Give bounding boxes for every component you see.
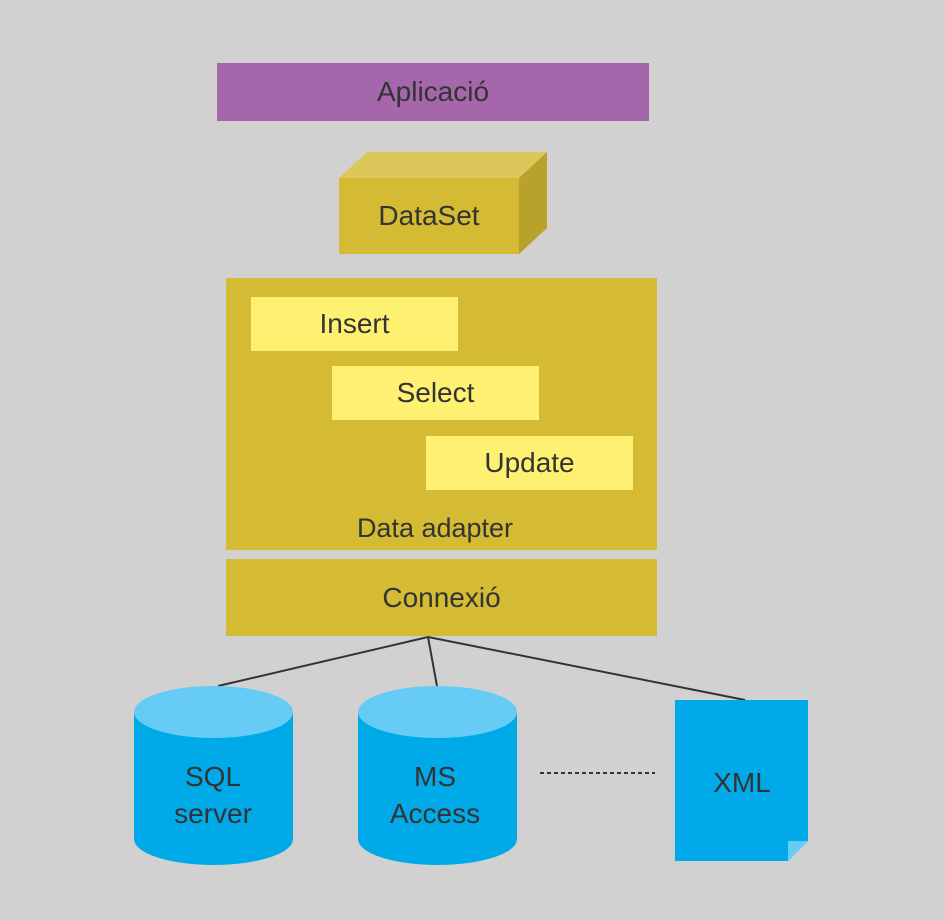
select-command: Select — [332, 366, 539, 420]
xml-label: XML — [713, 767, 771, 798]
sql-server-label-line2: server — [174, 798, 252, 829]
ms-access-label-line2: Access — [390, 798, 480, 829]
ms-access-database: MS Access — [358, 686, 517, 865]
insert-command: Insert — [251, 297, 458, 351]
connection-label: Connexió — [382, 581, 501, 613]
sql-server-label-line1: SQL — [185, 761, 241, 792]
update-command: Update — [426, 436, 633, 490]
application-label: Aplicació — [376, 76, 490, 107]
dataset-box: DataSet — [339, 152, 547, 254]
connection-box: Connexió — [226, 559, 657, 636]
ms-access-label-line1: MS — [414, 761, 456, 792]
dataset-label: DataSet — [378, 200, 479, 231]
update-command-label: Update — [484, 447, 575, 478]
data-adapter-label: Data adapter — [356, 512, 514, 543]
sql-server-database: SQL server — [134, 686, 293, 865]
application-bar: Aplicació — [217, 63, 649, 121]
xml-document: XML — [675, 700, 808, 861]
select-command-label: Select — [396, 377, 475, 408]
connector-xml — [427, 636, 746, 701]
connector-ms-access — [427, 636, 438, 687]
insert-command-label: Insert — [319, 308, 390, 339]
connector-sql-server — [217, 636, 429, 687]
